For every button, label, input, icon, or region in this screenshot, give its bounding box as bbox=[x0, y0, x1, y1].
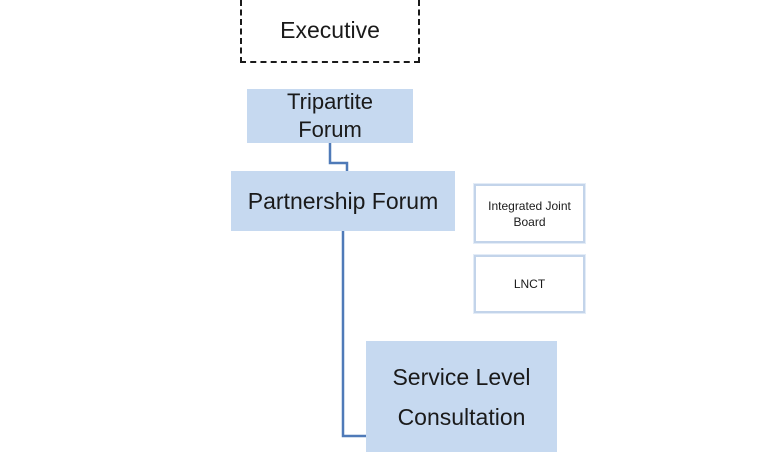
service-level-consultation-box: Service Level Consultation bbox=[366, 341, 557, 452]
partnership-forum-label: Partnership Forum bbox=[247, 187, 439, 214]
connector-tripartite-to-partnership bbox=[328, 143, 349, 171]
lnct-box: LNCT bbox=[474, 255, 585, 313]
executive-label: Executive bbox=[280, 17, 380, 43]
lnct-label: LNCT bbox=[513, 277, 546, 291]
integrated-joint-board-box: Integrated Joint Board bbox=[474, 184, 585, 243]
tripartite-forum-label: Tripartite Forum bbox=[287, 89, 373, 142]
service-level-consultation-label: Service Level Consultation bbox=[392, 363, 531, 430]
connector-partnership-to-service bbox=[341, 231, 366, 438]
integrated-joint-board-label: Integrated Joint Board bbox=[488, 198, 571, 229]
tripartite-forum-box: Tripartite Forum bbox=[247, 89, 413, 143]
executive-box: Executive bbox=[240, 0, 420, 63]
partnership-forum-box: Partnership Forum bbox=[231, 171, 455, 231]
